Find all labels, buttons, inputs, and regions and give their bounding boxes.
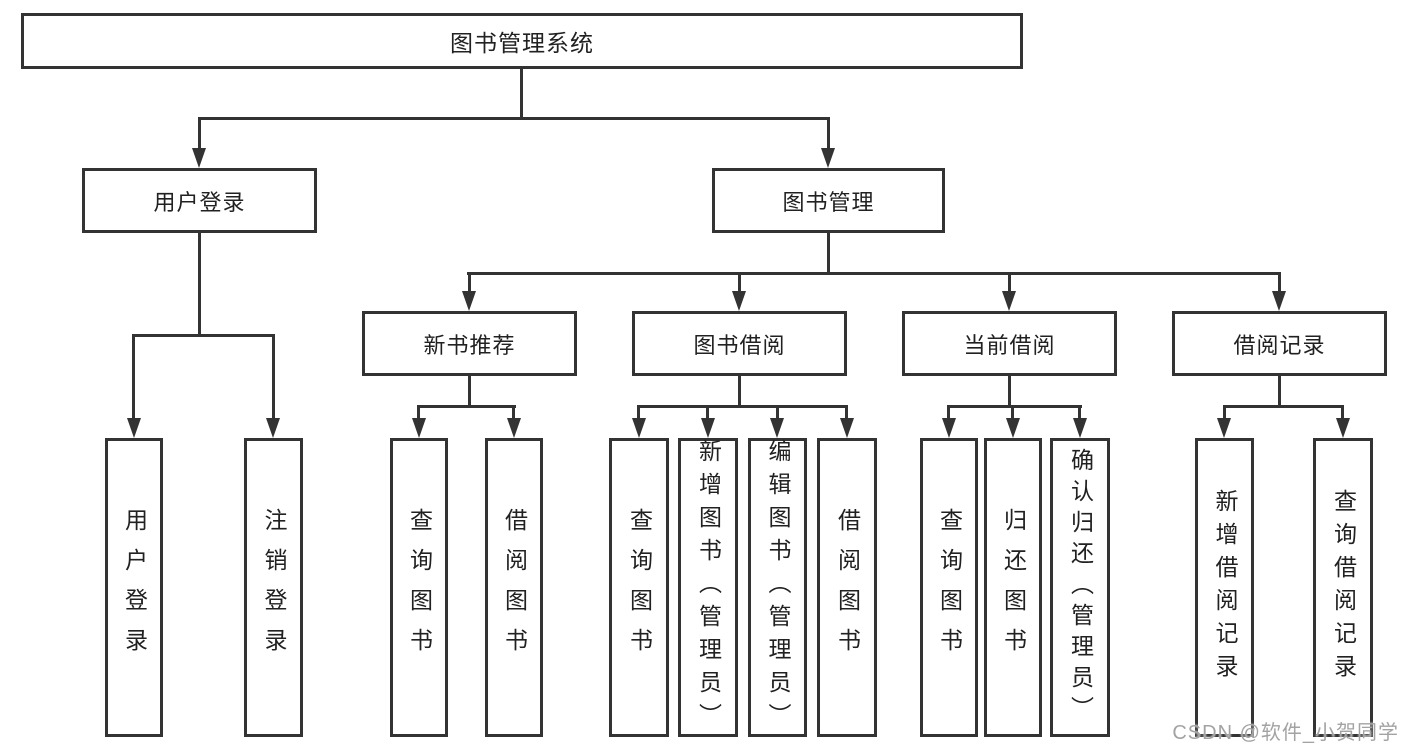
arrowhead-down-icon [1006, 418, 1020, 438]
connector-line [738, 272, 741, 292]
node-new-book-recommend: 新书推荐 [362, 311, 577, 376]
connector-line [1223, 405, 1226, 420]
leaf-confirm-return-admin: 确认归还（管理员） [1050, 438, 1110, 737]
arrowhead-down-icon [942, 418, 956, 438]
leaf-borrow-book-label: 借阅图书 [834, 507, 861, 668]
connector-line [417, 405, 516, 408]
connector-line [132, 334, 135, 418]
connector-line [706, 405, 709, 420]
arrowhead-down-icon [840, 418, 854, 438]
node-current-borrowing: 当前借阅 [902, 311, 1117, 376]
leaf-add-borrow-record: 新增借阅记录 [1195, 438, 1254, 737]
node-book-management-label: 图书管理 [782, 189, 875, 215]
connector-line [845, 405, 848, 420]
leaf-return-book: 归还图书 [984, 438, 1042, 737]
node-book-borrowing-label: 图书借阅 [693, 332, 786, 358]
connector-line [132, 334, 275, 337]
node-user-login: 用户登录 [82, 168, 317, 233]
connector-line [947, 405, 1082, 408]
leaf-add-book-admin: 新增图书（管理员） [678, 438, 738, 737]
arrowhead-down-icon [1272, 291, 1286, 311]
arrowhead-down-icon [1002, 291, 1016, 311]
leaf-borrow-book-recommend: 借阅图书 [485, 438, 543, 737]
arrowhead-down-icon [632, 418, 646, 438]
connector-line [1278, 376, 1281, 407]
connector-line [1078, 405, 1081, 420]
connector-line [776, 405, 779, 420]
connector-line [198, 233, 201, 336]
connector-line [272, 334, 275, 418]
arrowhead-down-icon [1217, 418, 1231, 438]
node-user-login-label: 用户登录 [153, 189, 246, 215]
leaf-query-book-recommend-label: 查询图书 [406, 507, 433, 668]
arrowhead-down-icon [412, 418, 426, 438]
connector-line [1008, 272, 1011, 292]
arrowhead-down-icon [192, 148, 206, 168]
node-borrow-records-label: 借阅记录 [1233, 332, 1326, 358]
leaf-query-book-recommend: 查询图书 [390, 438, 448, 737]
connector-line [198, 117, 201, 150]
connector-line [637, 405, 848, 408]
connector-line [1011, 405, 1014, 420]
watermark: CSDN @软件_小贺同学 [1172, 722, 1399, 744]
connector-line [198, 117, 830, 120]
arrowhead-down-icon [701, 418, 715, 438]
connector-line [417, 405, 420, 420]
leaf-confirm-return-admin-label: 确认归还（管理员） [1067, 448, 1094, 727]
arrowhead-down-icon [266, 418, 280, 438]
connector-line [1223, 405, 1344, 408]
connector-line [738, 376, 741, 407]
node-root-label: 图书管理系统 [450, 30, 594, 56]
node-book-borrowing: 图书借阅 [632, 311, 847, 376]
arrowhead-down-icon [1336, 418, 1350, 438]
connector-line [1341, 405, 1344, 420]
leaf-query-book-borrowing: 查询图书 [609, 438, 669, 737]
leaf-add-borrow-record-label: 新增借阅记录 [1212, 488, 1238, 687]
connector-line [637, 405, 640, 420]
connector-line [827, 117, 830, 150]
connector-line [520, 69, 523, 118]
connector-line [1278, 272, 1281, 292]
leaf-query-book-current-label: 查询图书 [936, 507, 963, 668]
leaf-logout-label: 注销登录 [261, 507, 287, 668]
arrowhead-down-icon [821, 148, 835, 168]
arrowhead-down-icon [462, 291, 476, 311]
leaf-logout: 注销登录 [244, 438, 303, 737]
connector-line [468, 272, 471, 292]
arrowhead-down-icon [770, 418, 784, 438]
node-current-borrowing-label: 当前借阅 [963, 332, 1056, 358]
leaf-borrow-book-recommend-label: 借阅图书 [501, 507, 528, 668]
arrowhead-down-icon [1073, 418, 1087, 438]
leaf-user-login-label: 用户登录 [121, 507, 148, 668]
leaf-edit-book-admin-label: 编辑图书（管理员） [765, 439, 791, 736]
leaf-query-book-borrowing-label: 查询图书 [626, 507, 653, 668]
connector-line [467, 272, 1281, 275]
leaf-query-borrow-record-label: 查询借阅记录 [1330, 488, 1357, 687]
arrowhead-down-icon [732, 291, 746, 311]
node-borrow-records: 借阅记录 [1172, 311, 1387, 376]
leaf-edit-book-admin: 编辑图书（管理员） [748, 438, 807, 737]
node-book-management: 图书管理 [712, 168, 945, 233]
leaf-return-book-label: 归还图书 [1000, 507, 1027, 668]
node-new-book-recommend-label: 新书推荐 [423, 332, 516, 358]
leaf-borrow-book: 借阅图书 [817, 438, 877, 737]
connector-line [1008, 376, 1011, 407]
arrowhead-down-icon [507, 418, 521, 438]
leaf-add-book-admin-label: 新增图书（管理员） [695, 439, 722, 736]
connector-line [512, 405, 515, 420]
connector-line [827, 233, 830, 274]
leaf-query-book-current: 查询图书 [920, 438, 978, 737]
arrowhead-down-icon [127, 418, 141, 438]
leaf-query-borrow-record: 查询借阅记录 [1313, 438, 1373, 737]
leaf-user-login: 用户登录 [105, 438, 163, 737]
node-root: 图书管理系统 [21, 13, 1023, 69]
connector-line [468, 376, 471, 407]
connector-line [947, 405, 950, 420]
